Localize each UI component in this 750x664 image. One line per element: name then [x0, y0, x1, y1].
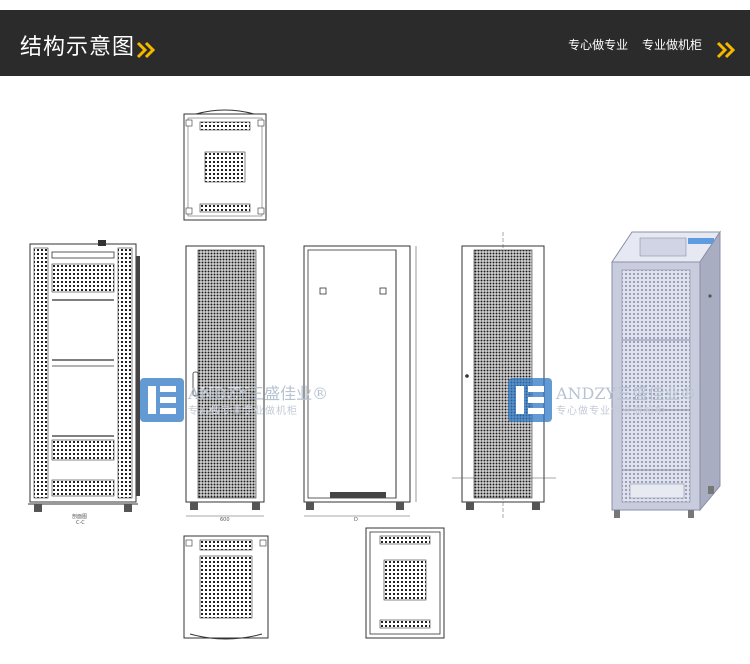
double-chevron-right-icon — [136, 41, 156, 59]
header-bar: 结构示意图 专心做专业 专业做机柜 — [0, 10, 750, 76]
header-slogan: 专心做专业 专业做机柜 — [558, 36, 702, 53]
front-view-drawing: 600 — [185, 245, 265, 523]
cabinet-3d-render — [611, 230, 721, 518]
slogan-2: 专业做机柜 — [641, 38, 702, 52]
section-label: 剖面图 — [72, 513, 87, 520]
width-dimension: 600 — [220, 517, 230, 523]
page-title: 结构示意图 — [20, 35, 136, 60]
watermark-tagline: 专心做专业专业做机柜 — [556, 406, 666, 417]
side-view-drawing — [452, 232, 556, 520]
section-sub-label: C-C — [76, 520, 85, 526]
watermark-brand: ANDZY三盛佳业® — [556, 384, 697, 403]
double-chevron-right-icon — [716, 41, 736, 59]
brand-logo-icon — [140, 378, 184, 422]
depth-dimension: D — [354, 517, 358, 523]
brand-logo-icon — [508, 378, 552, 422]
section-view-drawing: 剖面图 C-C — [28, 240, 140, 526]
frame-top-view-drawing — [365, 527, 445, 639]
bottom-view-drawing — [183, 535, 269, 640]
top-view-drawing — [183, 109, 267, 221]
slogan-1: 专心做专业 — [568, 38, 629, 52]
rear-door-view-drawing: D — [303, 245, 417, 523]
watermark-tagline: 专心做专业专业做机柜 — [188, 406, 298, 417]
watermark-brand: ANDZY三盛佳业® — [188, 384, 329, 403]
